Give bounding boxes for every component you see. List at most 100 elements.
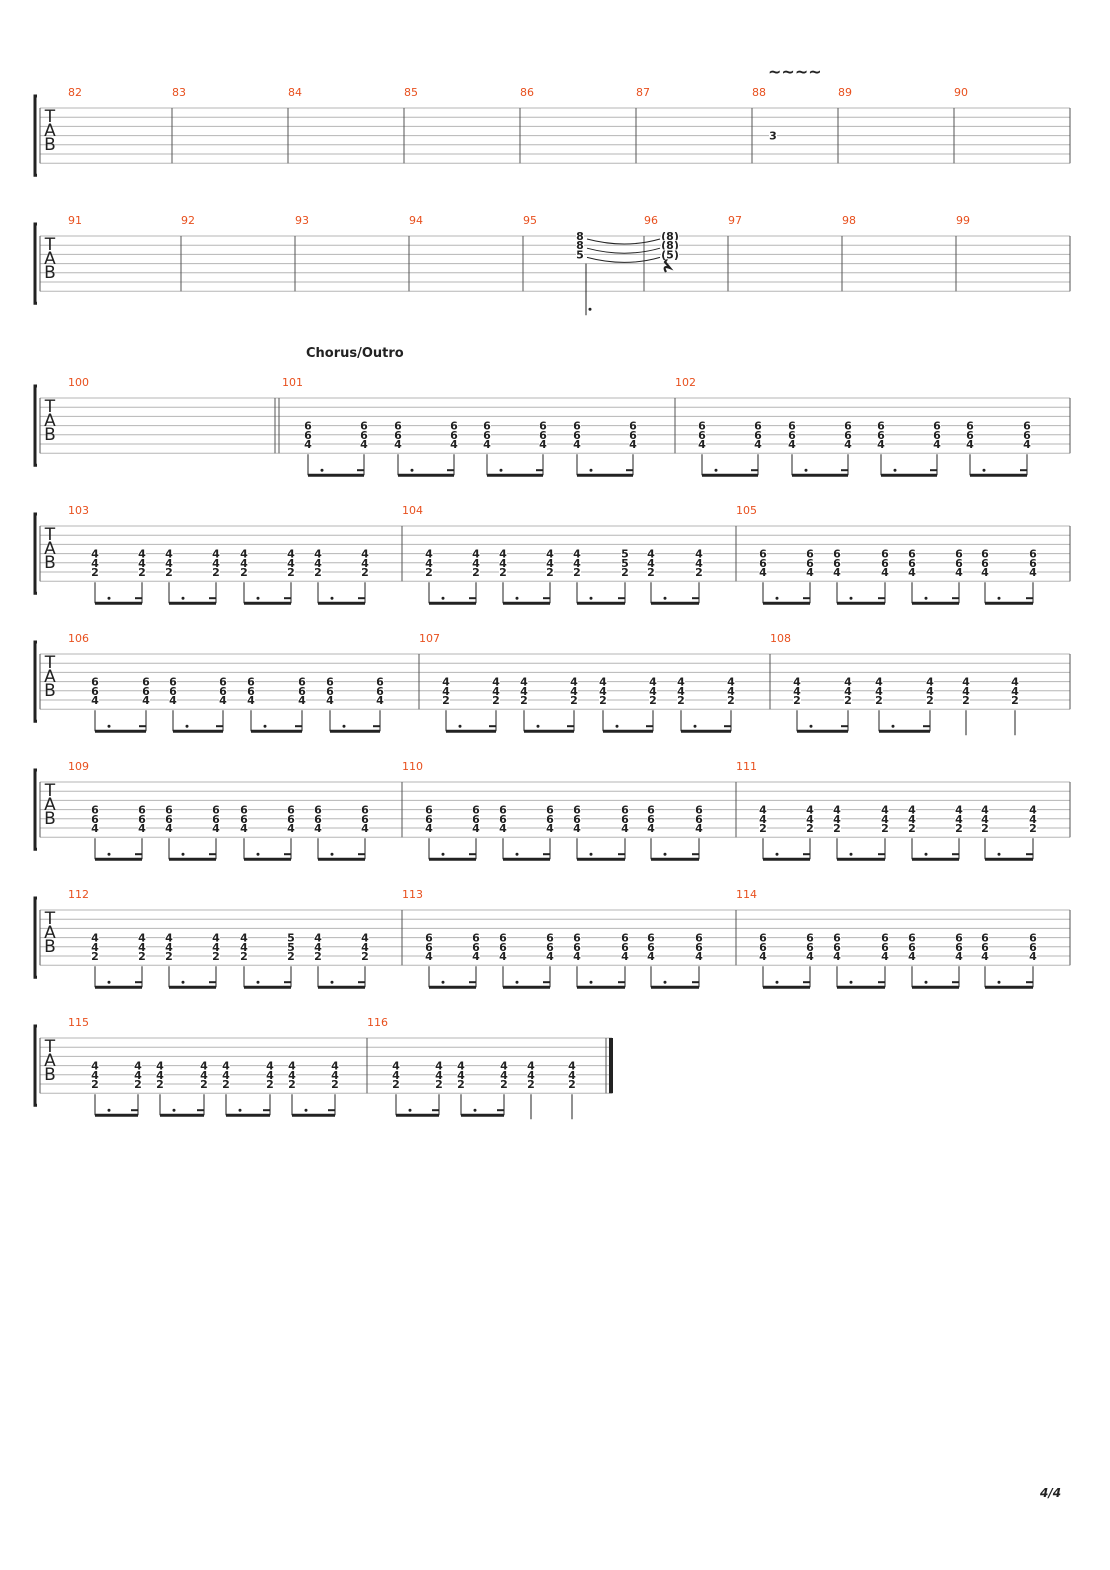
fret-number: 4 [677,685,685,698]
fret-number: 4 [212,941,220,954]
fret-number-mask [570,676,578,687]
rhythm-dot [982,468,986,472]
fret-number-mask [981,823,989,833]
fret-number-mask [247,695,255,705]
rhythm-dot [849,596,853,600]
fret-number-mask [649,676,657,687]
measure-number: 107 [419,632,440,645]
fret-number: 4 [908,804,916,817]
fret-number-mask [425,951,433,961]
fret-number: 6 [881,941,889,954]
fret-number-mask [695,941,703,952]
fret-number-mask [314,557,322,568]
rhythm-dot [172,1108,176,1112]
fret-number-mask [695,804,703,815]
fret-number-mask [376,695,384,705]
fret-number-mask [287,557,295,568]
fret-number-mask [499,951,507,961]
fret-number: 6 [361,804,369,817]
fret-number: 4 [472,557,480,570]
fret-number-mask [520,685,528,696]
fret-number-mask [138,951,146,961]
fret-number-mask [695,557,703,568]
fret-number: 4 [573,822,581,835]
fret-number: 6 [698,420,706,433]
fret-number: 4 [165,557,173,570]
fret-number: 4 [621,822,629,835]
fret-number-mask [287,932,295,943]
fret-number-mask [573,823,581,833]
fret-number: 6 [91,804,99,817]
fret-number-mask [361,557,369,568]
fret-number: 2 [287,950,295,963]
fret-number-mask [361,813,369,824]
rhythm-dot [663,980,667,984]
fret-number: 2 [570,694,578,707]
rhythm-dot [408,1108,412,1112]
fret-number: 4 [881,950,889,963]
fret-number: 2 [361,950,369,963]
fret-number: 4 [165,941,173,954]
fret-number-mask [1029,548,1037,559]
fret-number: 2 [881,822,889,835]
fret-number: 6 [621,941,629,954]
fret-number-mask [966,429,974,440]
fret-number: 6 [881,548,889,561]
rhythm-dot [107,980,111,984]
fret-number-mask [287,823,295,833]
fret-number: 4 [573,548,581,561]
fret-number-mask [698,420,706,431]
fret-number: 4 [908,950,916,963]
fret-number: 6 [425,804,433,817]
fret-number: 6 [1029,548,1037,561]
fret-number-mask [1029,823,1037,833]
fret-number-mask [570,695,578,705]
fret-number: 6 [647,932,655,945]
fret-number-mask [165,804,173,815]
fret-number: 4 [499,950,507,963]
fret-number: 4 [1029,813,1037,826]
fret-number-mask [1029,951,1037,961]
tab-clef-letter: A [44,539,56,559]
measure-number: 93 [295,214,309,227]
fret-number: 6 [833,932,841,945]
fret-number-mask [361,804,369,815]
fret-number: 4 [877,438,885,451]
fret-number: 4 [649,676,657,689]
fret-number: 6 [472,813,480,826]
fret-number: 2 [962,694,970,707]
fret-number: 6 [573,420,581,433]
fret-number-mask [314,951,322,961]
fret-number-mask [219,676,227,687]
fret-number: 4 [212,548,220,561]
fret-number-mask [833,557,841,568]
fret-number: 5 [621,548,629,561]
fret-number-mask [793,676,801,687]
fret-number-mask [844,695,852,705]
fret-number: 6 [788,429,796,442]
fret-number-mask [981,932,989,943]
fret-number-mask [793,695,801,705]
fret-number: 6 [833,941,841,954]
fret-number-mask [314,804,322,815]
fret-number: 6 [326,685,334,698]
fret-number-mask [360,439,368,449]
fret-number-mask [287,804,295,815]
tab-clef-letter: A [44,1051,56,1071]
fret-number-mask [425,567,433,577]
fret-number: 4 [793,685,801,698]
fret-number: 2 [435,1078,443,1091]
fret-number: 2 [492,694,500,707]
rhythm-dot [849,980,853,984]
fret-number: 6 [908,548,916,561]
fret-number-mask [881,932,889,943]
fret-number: 6 [240,804,248,817]
fret-number: 6 [91,685,99,698]
fret-number: 6 [450,429,458,442]
fret-number-mask [326,676,334,687]
fret-number-mask [472,804,480,815]
fret-number: 4 [520,685,528,698]
fret-number: 6 [539,429,547,442]
fret-number-mask [1023,429,1031,440]
fret-number: 6 [981,548,989,561]
